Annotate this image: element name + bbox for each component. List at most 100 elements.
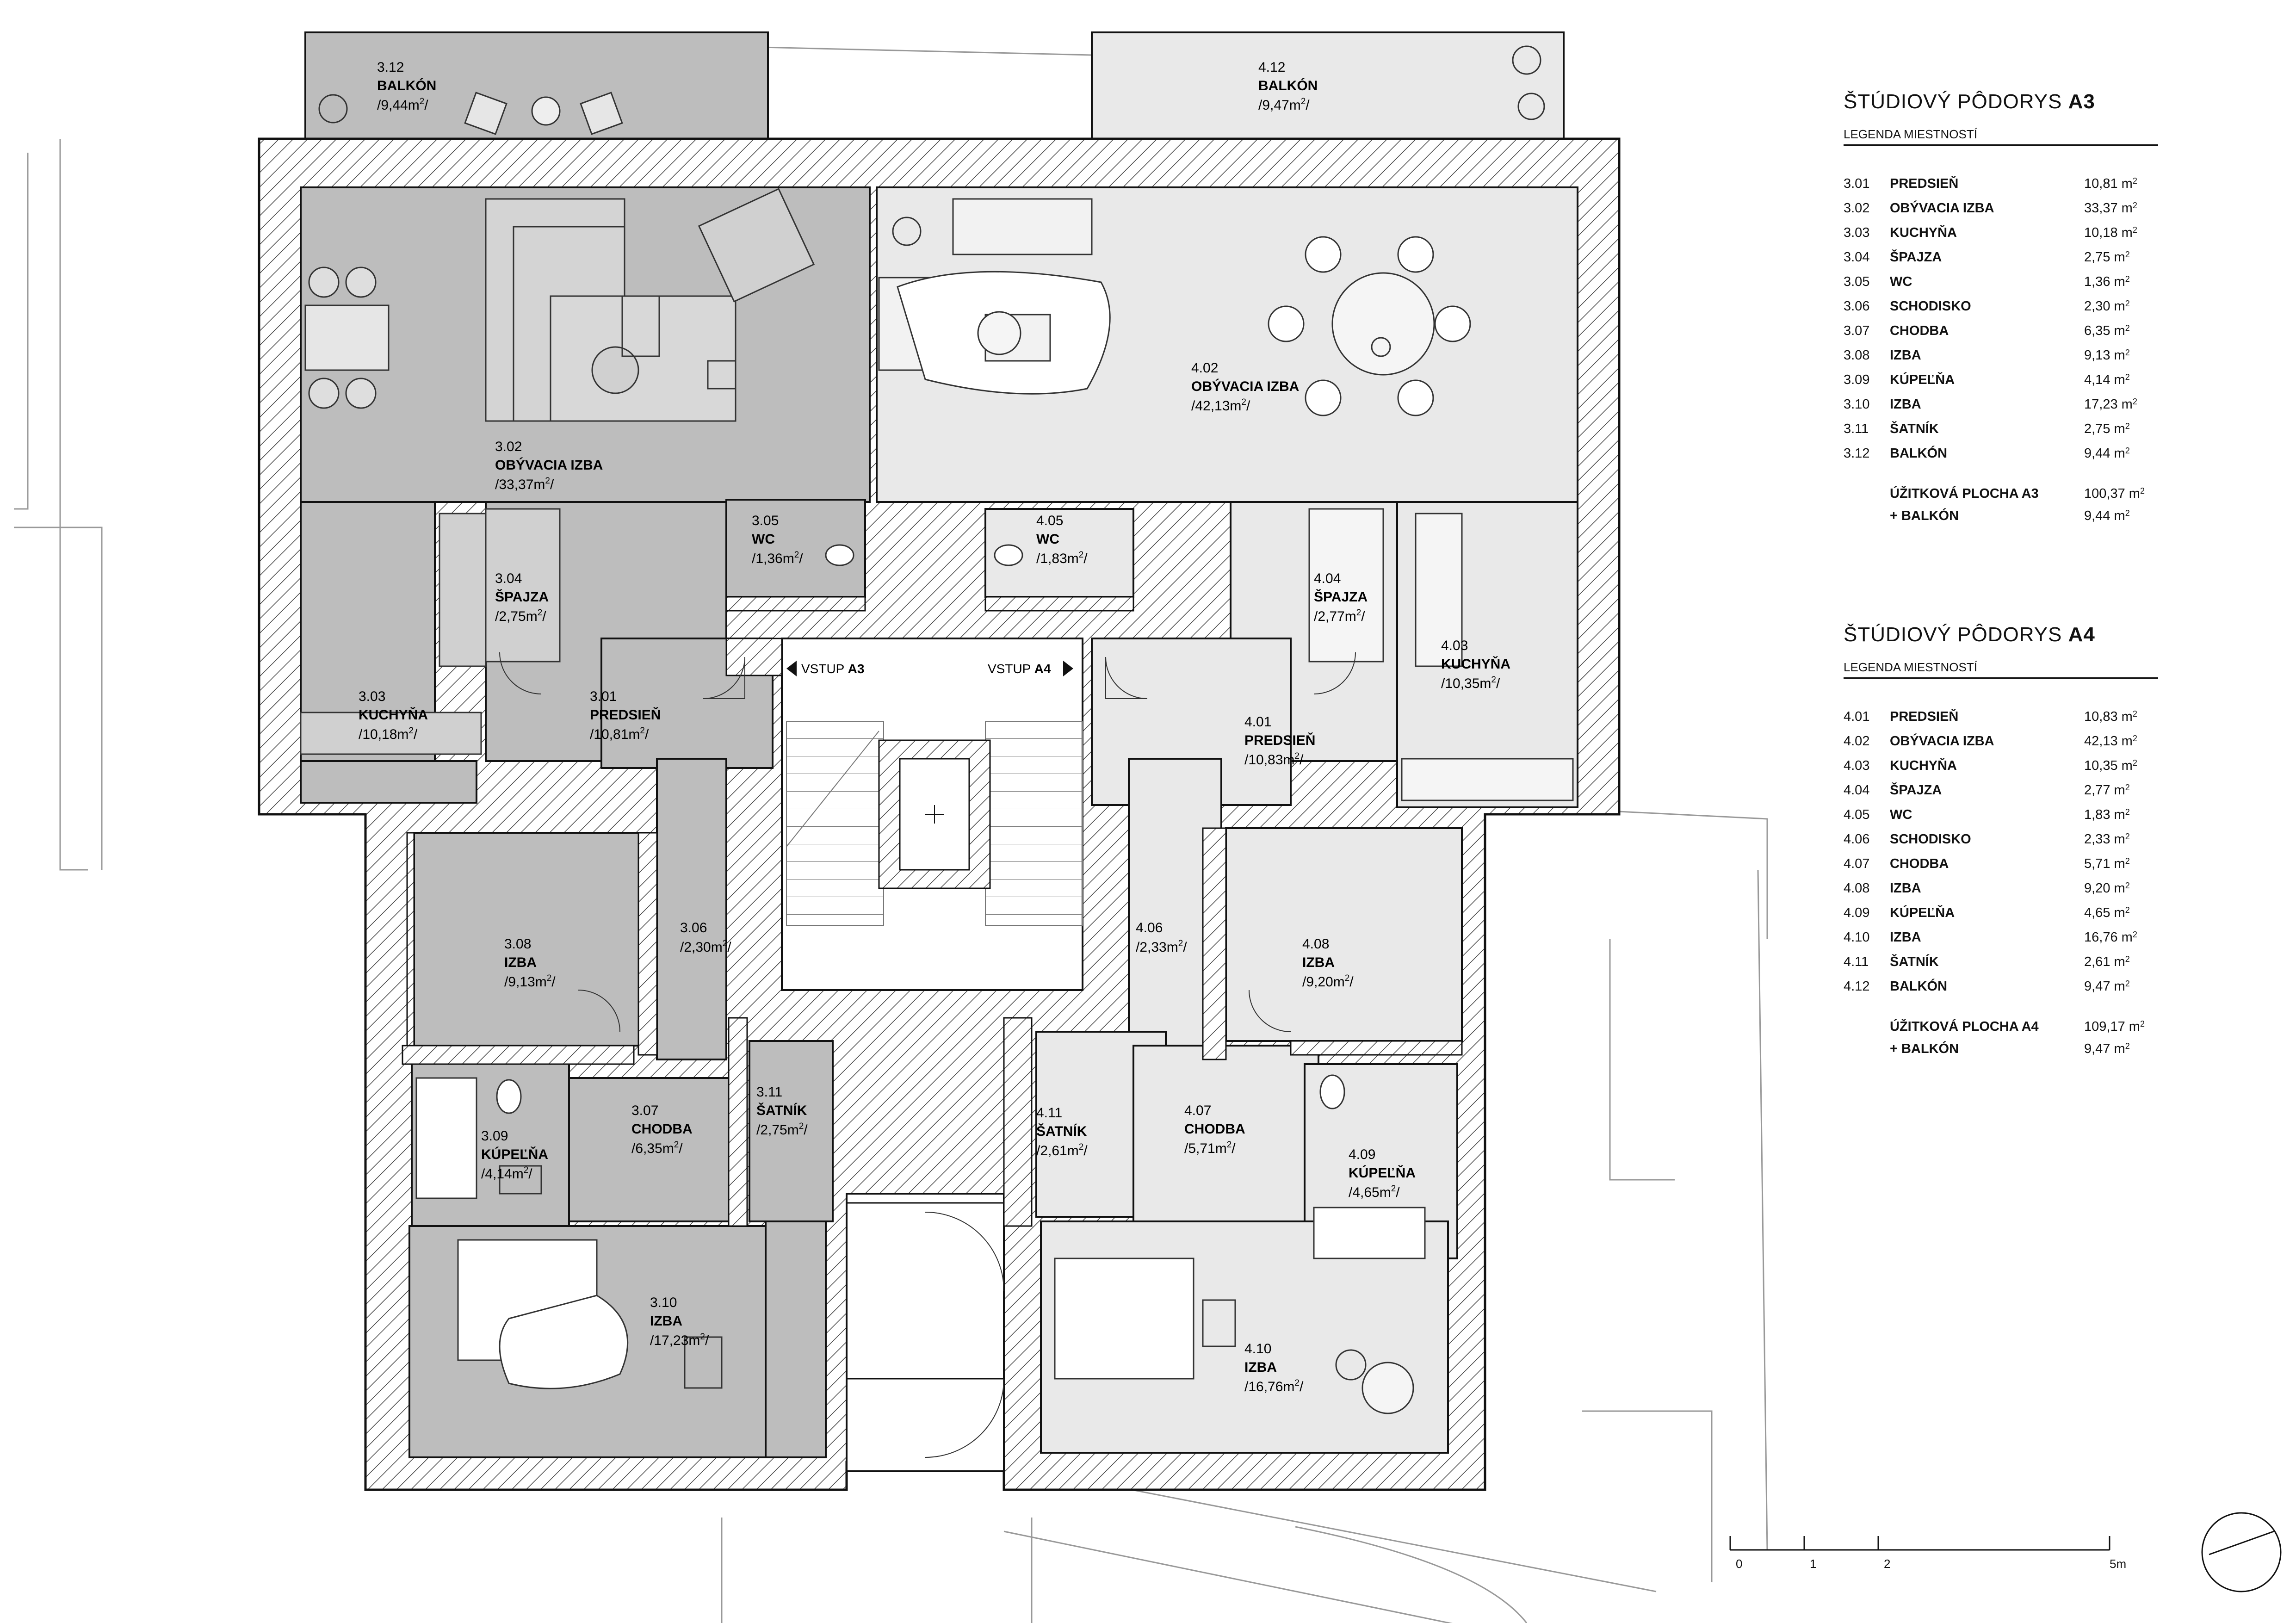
legend-room-area: 4,14 m2: [2084, 368, 2158, 392]
legend-room-name: OBÝVACIA IZBA: [1890, 201, 1994, 216]
legend-room-area: 9,13 m2: [2084, 343, 2158, 368]
room-label: 3.06/2,30m2/: [680, 920, 731, 955]
area-unit: m: [2114, 299, 2125, 314]
room-area: /: [1300, 752, 1304, 768]
room-area: /: [1306, 98, 1310, 113]
area-value: 10,18: [2084, 225, 2118, 240]
room-area: /: [1232, 1141, 1236, 1156]
area-value: 4,65: [2084, 905, 2110, 920]
sup: 2: [1391, 1184, 1396, 1194]
room-area: /: [1349, 974, 1354, 990]
area-value: 100,37: [2084, 486, 2125, 501]
sup: 2: [420, 97, 425, 106]
room-name: KÚPEĽŇA: [1349, 1165, 1416, 1181]
room-name: ŠPAJZA: [495, 589, 549, 605]
balcony-3-12: [304, 31, 769, 144]
sup: 2: [799, 1121, 804, 1131]
area-unit-sup: 2: [2125, 299, 2130, 308]
room-num: 3.12: [377, 60, 404, 75]
legend-room-area: 5,71 m2: [2084, 852, 2158, 876]
area-unit-sup: 2: [2125, 856, 2130, 866]
area-unit-sup: 2: [2125, 508, 2130, 518]
legend-blank: [1844, 505, 1890, 527]
room-area: /: [414, 727, 418, 742]
sup: 2: [1294, 751, 1300, 761]
area-unit: m: [2114, 1041, 2125, 1056]
room-num: 4.03: [1441, 638, 1468, 653]
legend-subtitle: LEGENDA MIESTNOSTÍ: [1844, 660, 2158, 679]
room-num: 4.09: [1349, 1147, 1375, 1162]
legend-room-name: OBÝVACIA IZBA: [1890, 734, 1994, 749]
room-area: /: [528, 1166, 532, 1182]
legend-gap: [1844, 999, 2158, 1016]
legend-room-area: 33,37 m2: [2084, 196, 2158, 221]
room-area: /4,65m: [1349, 1185, 1391, 1200]
legend-room-name: IZBA: [1890, 881, 1921, 896]
room-name: IZBA: [1302, 955, 1335, 970]
area-unit-sup: 2: [2125, 1041, 2130, 1051]
sup: 2: [1079, 1142, 1084, 1152]
area-unit-sup: 2: [2132, 709, 2137, 719]
room-area: /2,30m: [680, 940, 723, 955]
area-unit: m: [2114, 979, 2125, 994]
room-area: /: [1396, 1185, 1400, 1200]
interior-walls: [402, 596, 1463, 1227]
room-area: /: [804, 1122, 808, 1138]
room-name: WC: [1036, 532, 1059, 547]
sup: 2: [723, 939, 728, 948]
room-area: /: [1083, 1143, 1088, 1158]
room-name: BALKÓN: [1258, 78, 1318, 93]
area-unit: m: [2114, 832, 2125, 847]
room-area: /: [799, 551, 803, 566]
legend-room-number: 4.01: [1844, 709, 1870, 724]
room-area: /: [1361, 609, 1365, 624]
legend-room-area: 10,35 m2: [2084, 754, 2158, 778]
area-unit-sup: 2: [2125, 421, 2130, 431]
room-num: 4.10: [1244, 1341, 1271, 1357]
legend-gap: [1844, 466, 2158, 483]
room-area: /9,13m: [504, 974, 547, 990]
area-value: 2,61: [2084, 954, 2110, 969]
sup: 2: [1227, 1140, 1232, 1150]
arrow-icon: [1063, 661, 1073, 676]
room-name: PREDSIEŇ: [590, 707, 661, 723]
stair-core: [781, 638, 1083, 1472]
room-label: 4.06/2,33m2/: [1136, 920, 1187, 955]
area-unit: m: [2114, 421, 2125, 436]
legend-summary-area: 109,17 m2: [2084, 1016, 2158, 1038]
legend-room-name: BALKÓN: [1890, 979, 1948, 994]
legend-room-name: IZBA: [1890, 348, 1921, 363]
legend-room-number: 4.04: [1844, 783, 1870, 798]
legend-room-name: ŠPAJZA: [1890, 783, 1942, 798]
area-unit: m: [2121, 930, 2133, 945]
room-area: /: [1300, 1379, 1304, 1394]
room-name: PREDSIEŇ: [1244, 732, 1315, 748]
area-value: 17,23: [2084, 397, 2118, 412]
legend-room-number: 4.12: [1844, 979, 1870, 994]
legend-room-area: 2,33 m2: [2084, 827, 2158, 852]
legend-room-area: 42,13 m2: [2084, 729, 2158, 754]
room-area: /16,76m: [1244, 1379, 1294, 1394]
entry-label-a3: VSTUP A3: [801, 662, 864, 676]
sup: 2: [1491, 675, 1496, 685]
sup: 2: [1178, 939, 1183, 948]
legend-room-name: KÚPEĽŇA: [1890, 372, 1955, 387]
room-name: IZBA: [504, 955, 537, 970]
room-area: /: [645, 727, 649, 742]
area-unit-sup: 2: [2125, 446, 2130, 455]
area-unit-sup: 2: [2125, 250, 2130, 259]
